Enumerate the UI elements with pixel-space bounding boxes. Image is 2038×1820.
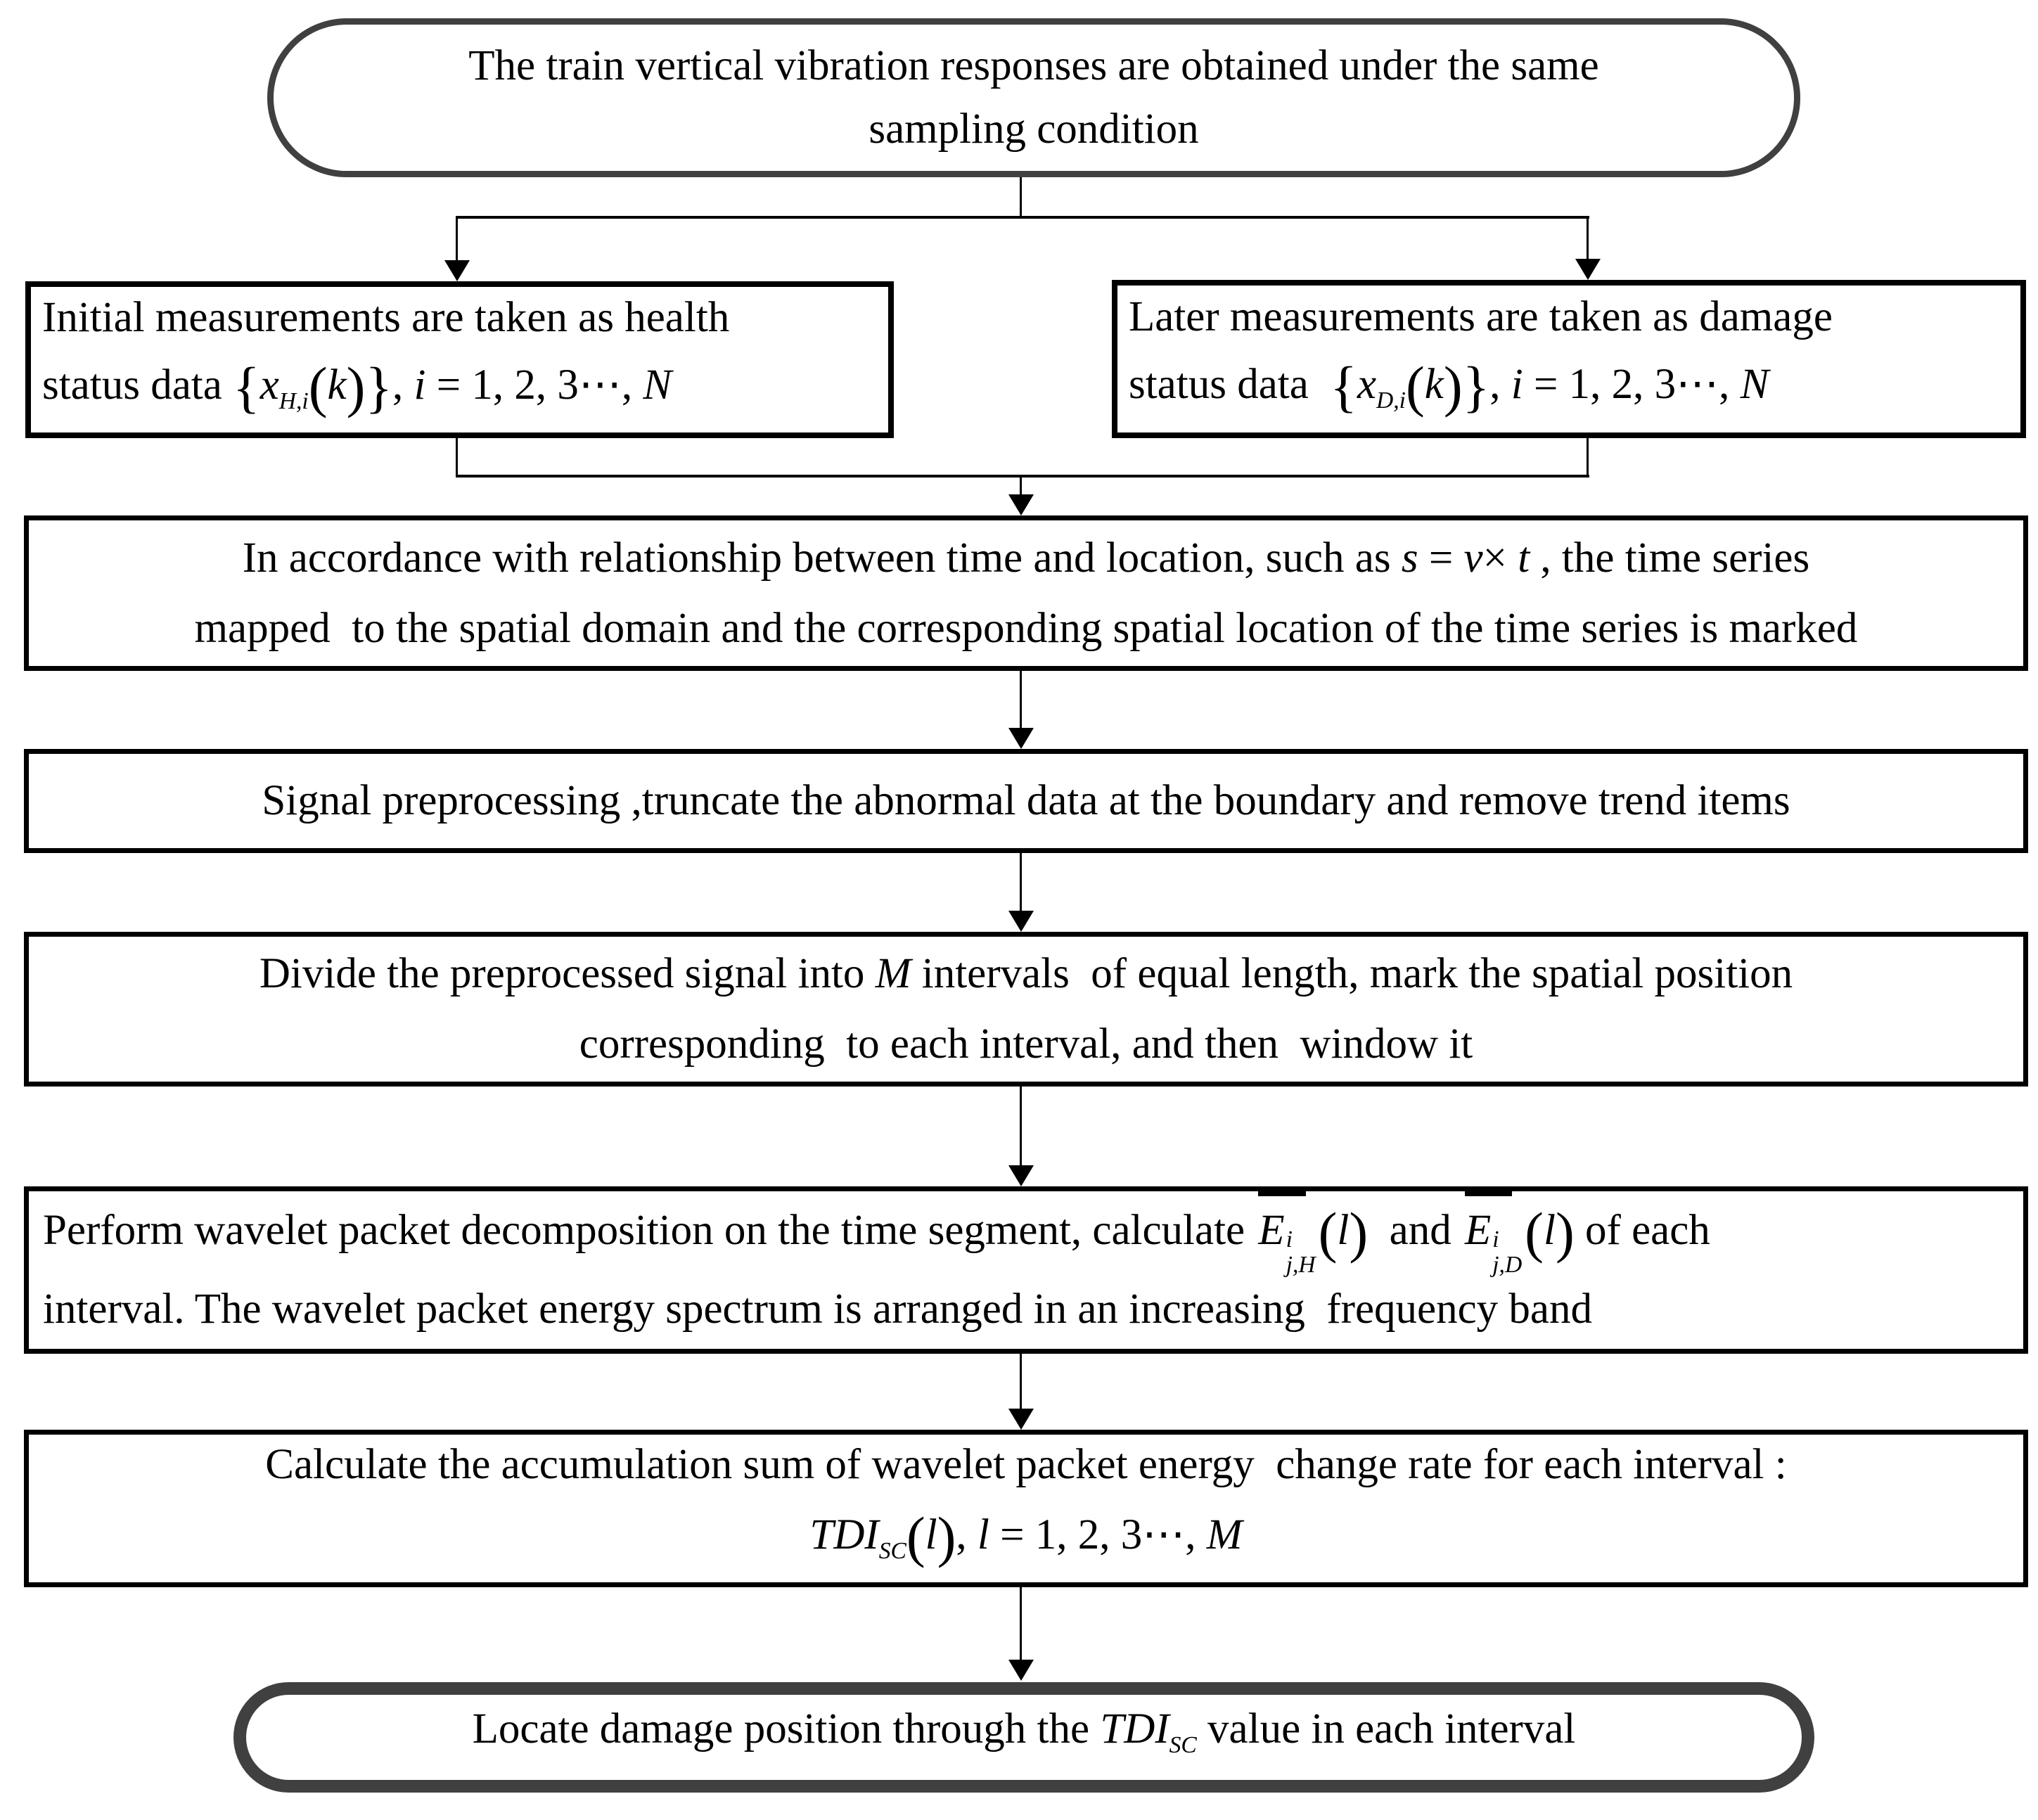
node-preprocess-line-1: Signal preprocessing ,truncate the abnor… — [262, 777, 1790, 824]
node-damage-data: Later measurements are taken as damage s… — [1112, 280, 2026, 438]
node-divide-intervals: Divide the preprocessed signal into M in… — [24, 932, 2028, 1087]
connector-merge-left-stem — [456, 437, 458, 478]
node-divide-line-2: corresponding to each interval, and then… — [579, 1020, 1473, 1068]
node-locate-line-1: Locate damage position through the TDISC… — [472, 1705, 1576, 1759]
node-tdi-accumulation: Calculate the accumulation sum of wavele… — [24, 1430, 2028, 1587]
arrowhead-to-locate — [1008, 1660, 1034, 1681]
node-wavelet-decomposition: Perform wavelet packet decomposition on … — [24, 1186, 2028, 1354]
node-locate-damage: Locate damage position through the TDISC… — [233, 1682, 1814, 1793]
connector-merge-right-stem — [1587, 437, 1589, 478]
node-start-line-2: sampling condition — [869, 105, 1199, 153]
node-start-line-1: The train vertical vibration responses a… — [468, 42, 1599, 89]
node-health-line-1: Initial measurements are taken as health — [42, 293, 730, 341]
node-damage-line-2: status data {xD,i(k)}, i = 1, 2, 3⋯, N — [1129, 355, 1769, 418]
connector-branch-left-stem — [456, 216, 458, 262]
connector-tdi-locate-stem — [1020, 1587, 1022, 1661]
node-tdi-line-2: TDISC(l), l = 1, 2, 3⋯, M — [809, 1506, 1243, 1569]
arrowhead-to-health — [444, 260, 470, 281]
arrowhead-to-preprocess — [1008, 728, 1034, 749]
connector-map-preprocess-stem — [1020, 670, 1022, 729]
node-start: The train vertical vibration responses a… — [267, 18, 1800, 177]
node-map-line-1: In accordance with relationship between … — [242, 534, 1810, 582]
node-wavelet-line-2: interval. The wavelet packet energy spec… — [43, 1285, 1592, 1333]
arrowhead-to-damage — [1575, 259, 1601, 280]
arrowhead-to-divide — [1008, 911, 1034, 932]
connector-branch-line — [456, 216, 1589, 219]
node-divide-line-1: Divide the preprocessed signal into M in… — [259, 950, 1793, 997]
connector-branch-right-stem — [1587, 216, 1589, 260]
node-health-data: Initial measurements are taken as health… — [25, 281, 894, 438]
arrowhead-to-map — [1008, 494, 1034, 515]
connector-start-stem — [1020, 177, 1022, 217]
arrowhead-to-wavelet — [1008, 1165, 1034, 1186]
connector-divide-wavelet-stem — [1020, 1087, 1022, 1167]
node-tdi-line-1: Calculate the accumulation sum of wavele… — [265, 1441, 1787, 1489]
node-damage-line-1: Later measurements are taken as damage — [1129, 293, 1833, 340]
connector-merge-stem — [1020, 477, 1022, 496]
node-map-line-2: mapped to the spatial domain and the cor… — [194, 604, 1858, 652]
connector-merge-line — [456, 475, 1589, 478]
node-map-spatial: In accordance with relationship between … — [24, 515, 2028, 671]
node-health-line-2: status data {xH,i(k)}, i = 1, 2, 3⋯, N — [42, 356, 672, 419]
node-preprocess: Signal preprocessing ,truncate the abnor… — [24, 749, 2028, 853]
connector-wavelet-tdi-stem — [1020, 1354, 1022, 1410]
connector-preprocess-divide-stem — [1020, 853, 1022, 912]
arrowhead-to-tdi — [1008, 1409, 1034, 1430]
node-wavelet-line-1: Perform wavelet packet decomposition on … — [43, 1191, 2009, 1277]
